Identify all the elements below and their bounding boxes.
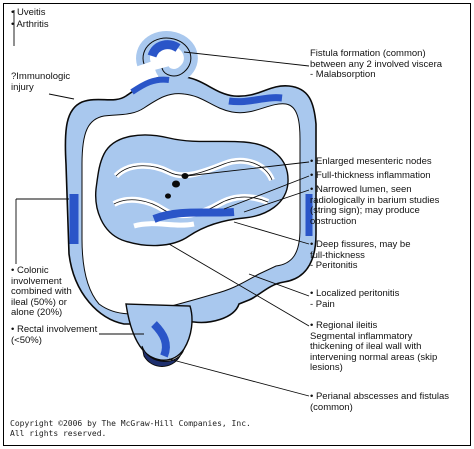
label-deep-fissures: • Deep fissures, may be full-thickness -… [310,239,411,271]
label-localized-peritonitis: • Localized peritonitis - Pain [310,288,400,310]
intestine-illustration [13,10,317,397]
inflamed-rectum [151,321,170,358]
perianal-region [141,345,185,367]
label-uveitis: • Uveitis [11,7,46,18]
label-full-thickness: • Full-thickness inflammation [310,170,431,181]
mesenteric-node [165,193,171,199]
leader-lines [13,10,310,397]
label-enlarged-nodes: • Enlarged mesenteric nodes [310,156,432,167]
inflamed-transverse [228,94,283,106]
mesenteric-node [181,173,189,179]
mesenteric-node [172,180,180,188]
label-fistula-formation: Fistula formation (common) between any 2… [310,48,443,80]
copyright-notice: Copyright ©2006 by The McGraw-Hill Compa… [10,419,251,438]
label-regional-ileitis: • Regional ileitis Segmental inflammator… [310,320,438,373]
label-narrowed-lumen: • Narrowed lumen, seen radiologically in… [310,184,440,227]
label-immunologic-injury: ?Immunologic injury [11,71,71,93]
label-colonic-involvement: • Colonic involvement combined with ilea… [11,265,72,318]
label-rectal-involvement: • Rectal involvement (<50%) [11,324,98,346]
bowel-loop-3 [133,221,195,229]
inflamed-small-bowel-top [130,76,170,95]
label-perianal-abscesses: • Perianal abscesses and fistulas (commo… [310,391,450,413]
fistula-segment [147,40,181,58]
diagram-frame: • Uveitis • Arthritis ?Immunologic injur… [3,3,471,446]
inflamed-ileum [152,208,235,223]
label-arthritis: • Arthritis [11,19,49,30]
